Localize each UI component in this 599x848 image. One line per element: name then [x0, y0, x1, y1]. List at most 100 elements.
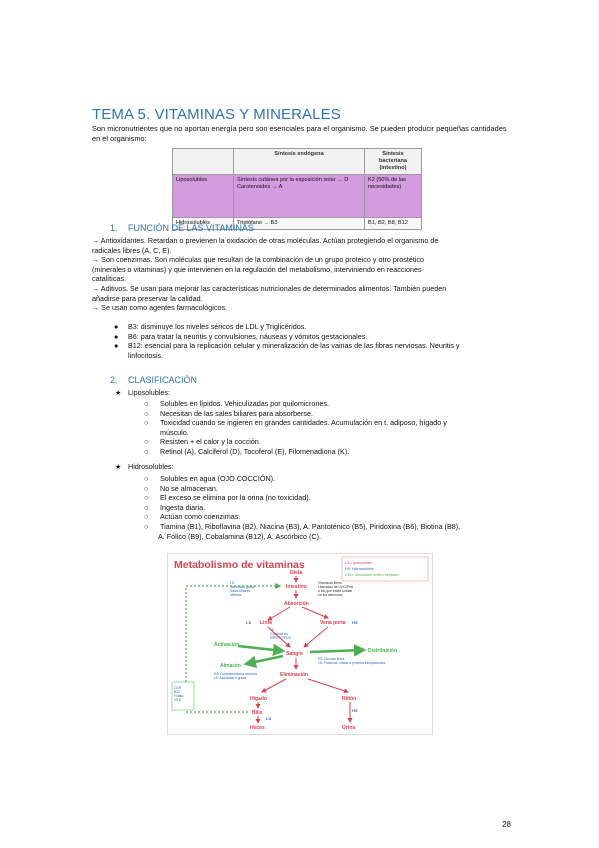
circle-bullet-icon: ○: [144, 512, 149, 522]
figure-title: Metabolismo de vitaminas: [174, 559, 305, 571]
table-header-cell: Síntesis bacteriana (intestino): [364, 148, 422, 175]
node-intestino: Intestino: [286, 584, 307, 590]
intro-paragraph: Son micronutrientes que no aportan energ…: [92, 124, 507, 143]
node-vena-porta: Vena porta: [320, 620, 346, 626]
legend-item: HS: Hidrosolubles: [345, 567, 374, 571]
list-item: linfocitosis.: [128, 350, 164, 360]
table-row: Liposolubles Síntesis cutánea por la exp…: [172, 174, 422, 218]
list-item: ○Resisten + el calor y la cocción.: [144, 437, 261, 447]
list-item: músculo.: [160, 427, 189, 437]
circle-bullet-icon: ○: [144, 474, 149, 483]
section-heading-function: 1.FUNCIÓN DE LAS VITAMINAS: [110, 223, 254, 233]
legend-item: LS: Liposolubles: [345, 561, 372, 565]
list-item: ○Necesitan de las sales biliares para ab…: [144, 408, 314, 418]
list-item: ○Solubles en lípidos. Vehiculizadas por …: [144, 399, 330, 408]
hidro-items: ○Solubles en agua (OJO COCCIÓN). ○No se …: [144, 474, 510, 541]
circle-bullet-icon: ○: [144, 437, 149, 447]
note-line: Sales biliares: [230, 589, 250, 593]
node-eliminacion: Eliminación: [280, 672, 308, 678]
node-absorcion: Absorción: [284, 601, 309, 607]
text-line: añadirse para preservar la calidad.: [92, 293, 203, 303]
metabolism-figure: Metabolismo de vitaminas LS: Liposoluble…: [167, 553, 433, 735]
enterohepatic-loop: [185, 583, 282, 713]
note-line: Folato: [174, 694, 184, 698]
table-header-cell: [172, 148, 234, 175]
node-higado: Hígado: [250, 696, 267, 702]
bullet-icon: ●: [114, 341, 119, 351]
node-rinon: Riñón: [342, 696, 356, 702]
table-header-row: Síntesis endógena Síntesis bacteriana (i…: [172, 148, 422, 175]
circle-bullet-icon: ○: [144, 483, 149, 493]
node-bilis: Bilis: [252, 710, 263, 716]
circle-bullet-icon: ○: [144, 446, 149, 456]
note-line: Vit D: [174, 698, 182, 702]
section-number: 2.: [110, 375, 118, 385]
tag-ls: LS: [266, 716, 271, 721]
circle-bullet-icon: ○: [144, 493, 149, 503]
text-line: → Son coenzimas. Son moléculas que resul…: [92, 255, 425, 265]
list-item: ●B6: para tratar la neuritis y convulsio…: [114, 331, 368, 341]
ceh-box: [171, 681, 195, 711]
node-linfa: Linfa: [260, 620, 272, 626]
table-cell: K2 (50% de las necesidades): [364, 174, 422, 218]
node-orina: Orina: [342, 725, 355, 731]
lipo-label: ★Liposolubles:: [115, 388, 170, 397]
node-almacen: Almacén: [220, 663, 241, 669]
legend-item: CEH: Circulación entero-hepática: [345, 573, 398, 577]
node-sangre: Sangre: [286, 651, 303, 657]
node-distribucion: Distribución: [368, 648, 397, 654]
section-number: 1.: [110, 223, 118, 233]
list-item: ●B12: esencial para la replicación celul…: [114, 341, 460, 351]
page-number: 28: [502, 820, 511, 829]
text-line: (minerales o vitaminas) y que interviene…: [92, 264, 422, 274]
text-line: catalíticas.: [92, 274, 126, 284]
table-cell: B1, B2, B8, B12: [364, 217, 422, 230]
circle-bullet-icon: ○: [144, 502, 149, 512]
bullet-icon: ●: [114, 331, 119, 341]
page-title: TEMA 5. VITAMINAS Y MINERALES: [92, 106, 341, 123]
list-item: ○Ingesta diaria.: [144, 502, 206, 512]
list-item: A. Fólico (B9), Cobalamina (B12), A. Asc…: [158, 531, 321, 541]
pharma-bullets: ●B3: disminuye los niveles séricos de LD…: [114, 322, 508, 360]
note-line: LS: Proteínas, unidas a proteína transpo…: [318, 661, 386, 665]
tag-hs: HS: [352, 708, 358, 713]
note-line: en los alimentos: [318, 593, 343, 597]
tag-hs: HS: [352, 620, 358, 625]
section-heading-classification: 2.CLASIFICACIÓN: [110, 375, 197, 385]
table-cell: Hidrosolubles: [172, 217, 234, 230]
text-line: radicales libres (A, C, E).: [92, 245, 172, 255]
function-list: → Antioxidantes. Retardan o previenen la…: [92, 236, 522, 313]
list-item: ○Retinol (A), Calciferol (D), Tocoferol …: [144, 446, 350, 456]
text-line: → Aditivos. Se usan para mejorar las car…: [92, 283, 447, 293]
lipo-items: ○Solubles en lípidos. Vehiculizadas por …: [144, 399, 510, 457]
table-header-cell: Síntesis endógena: [233, 148, 365, 175]
list-item: ●B3: disminuye los niveles séricos de LD…: [114, 322, 307, 331]
list-item: ○El exceso se elimina por la orina (no t…: [144, 493, 311, 503]
note-line: Liberadas de UHC/Prot: [318, 585, 353, 589]
list-item: ○Tiamina (B1), Riboflavina (B2), Niacina…: [144, 521, 461, 531]
tag-ls: LS: [246, 620, 251, 625]
note-line: Micelas: [230, 593, 242, 597]
list-item: ○No se almacenan.: [144, 483, 218, 493]
star-icon: ★: [115, 388, 122, 397]
circle-bullet-icon: ○: [144, 418, 149, 428]
note-line: B12: [174, 690, 180, 694]
table-cell: Síntesis cutánea por la exposición solar…: [233, 174, 365, 218]
node-activacion: Activación: [214, 642, 239, 648]
text-line: → Se usan como agentes farmacológicos.: [92, 303, 228, 313]
node-heces: Heces: [250, 725, 265, 731]
note-line: Necesitan grasa: [230, 585, 255, 589]
list-item: ○Toxicidad cuando se ingieren en grandes…: [144, 418, 447, 428]
legend-box: [341, 556, 429, 582]
list-item: ○Solubles en agua (OJO COCCIÓN).: [144, 474, 276, 483]
circle-bullet-icon: ○: [144, 521, 149, 531]
circle-bullet-icon: ○: [144, 408, 149, 418]
table-cell: Liposolubles: [172, 174, 234, 218]
table-row: Hidrosolubles Triptófano → B3 B1, B2, B8…: [172, 217, 422, 230]
metabolism-diagram: Metabolismo de vitaminas LS: Liposoluble…: [171, 556, 429, 731]
star-icon: ★: [115, 462, 122, 471]
